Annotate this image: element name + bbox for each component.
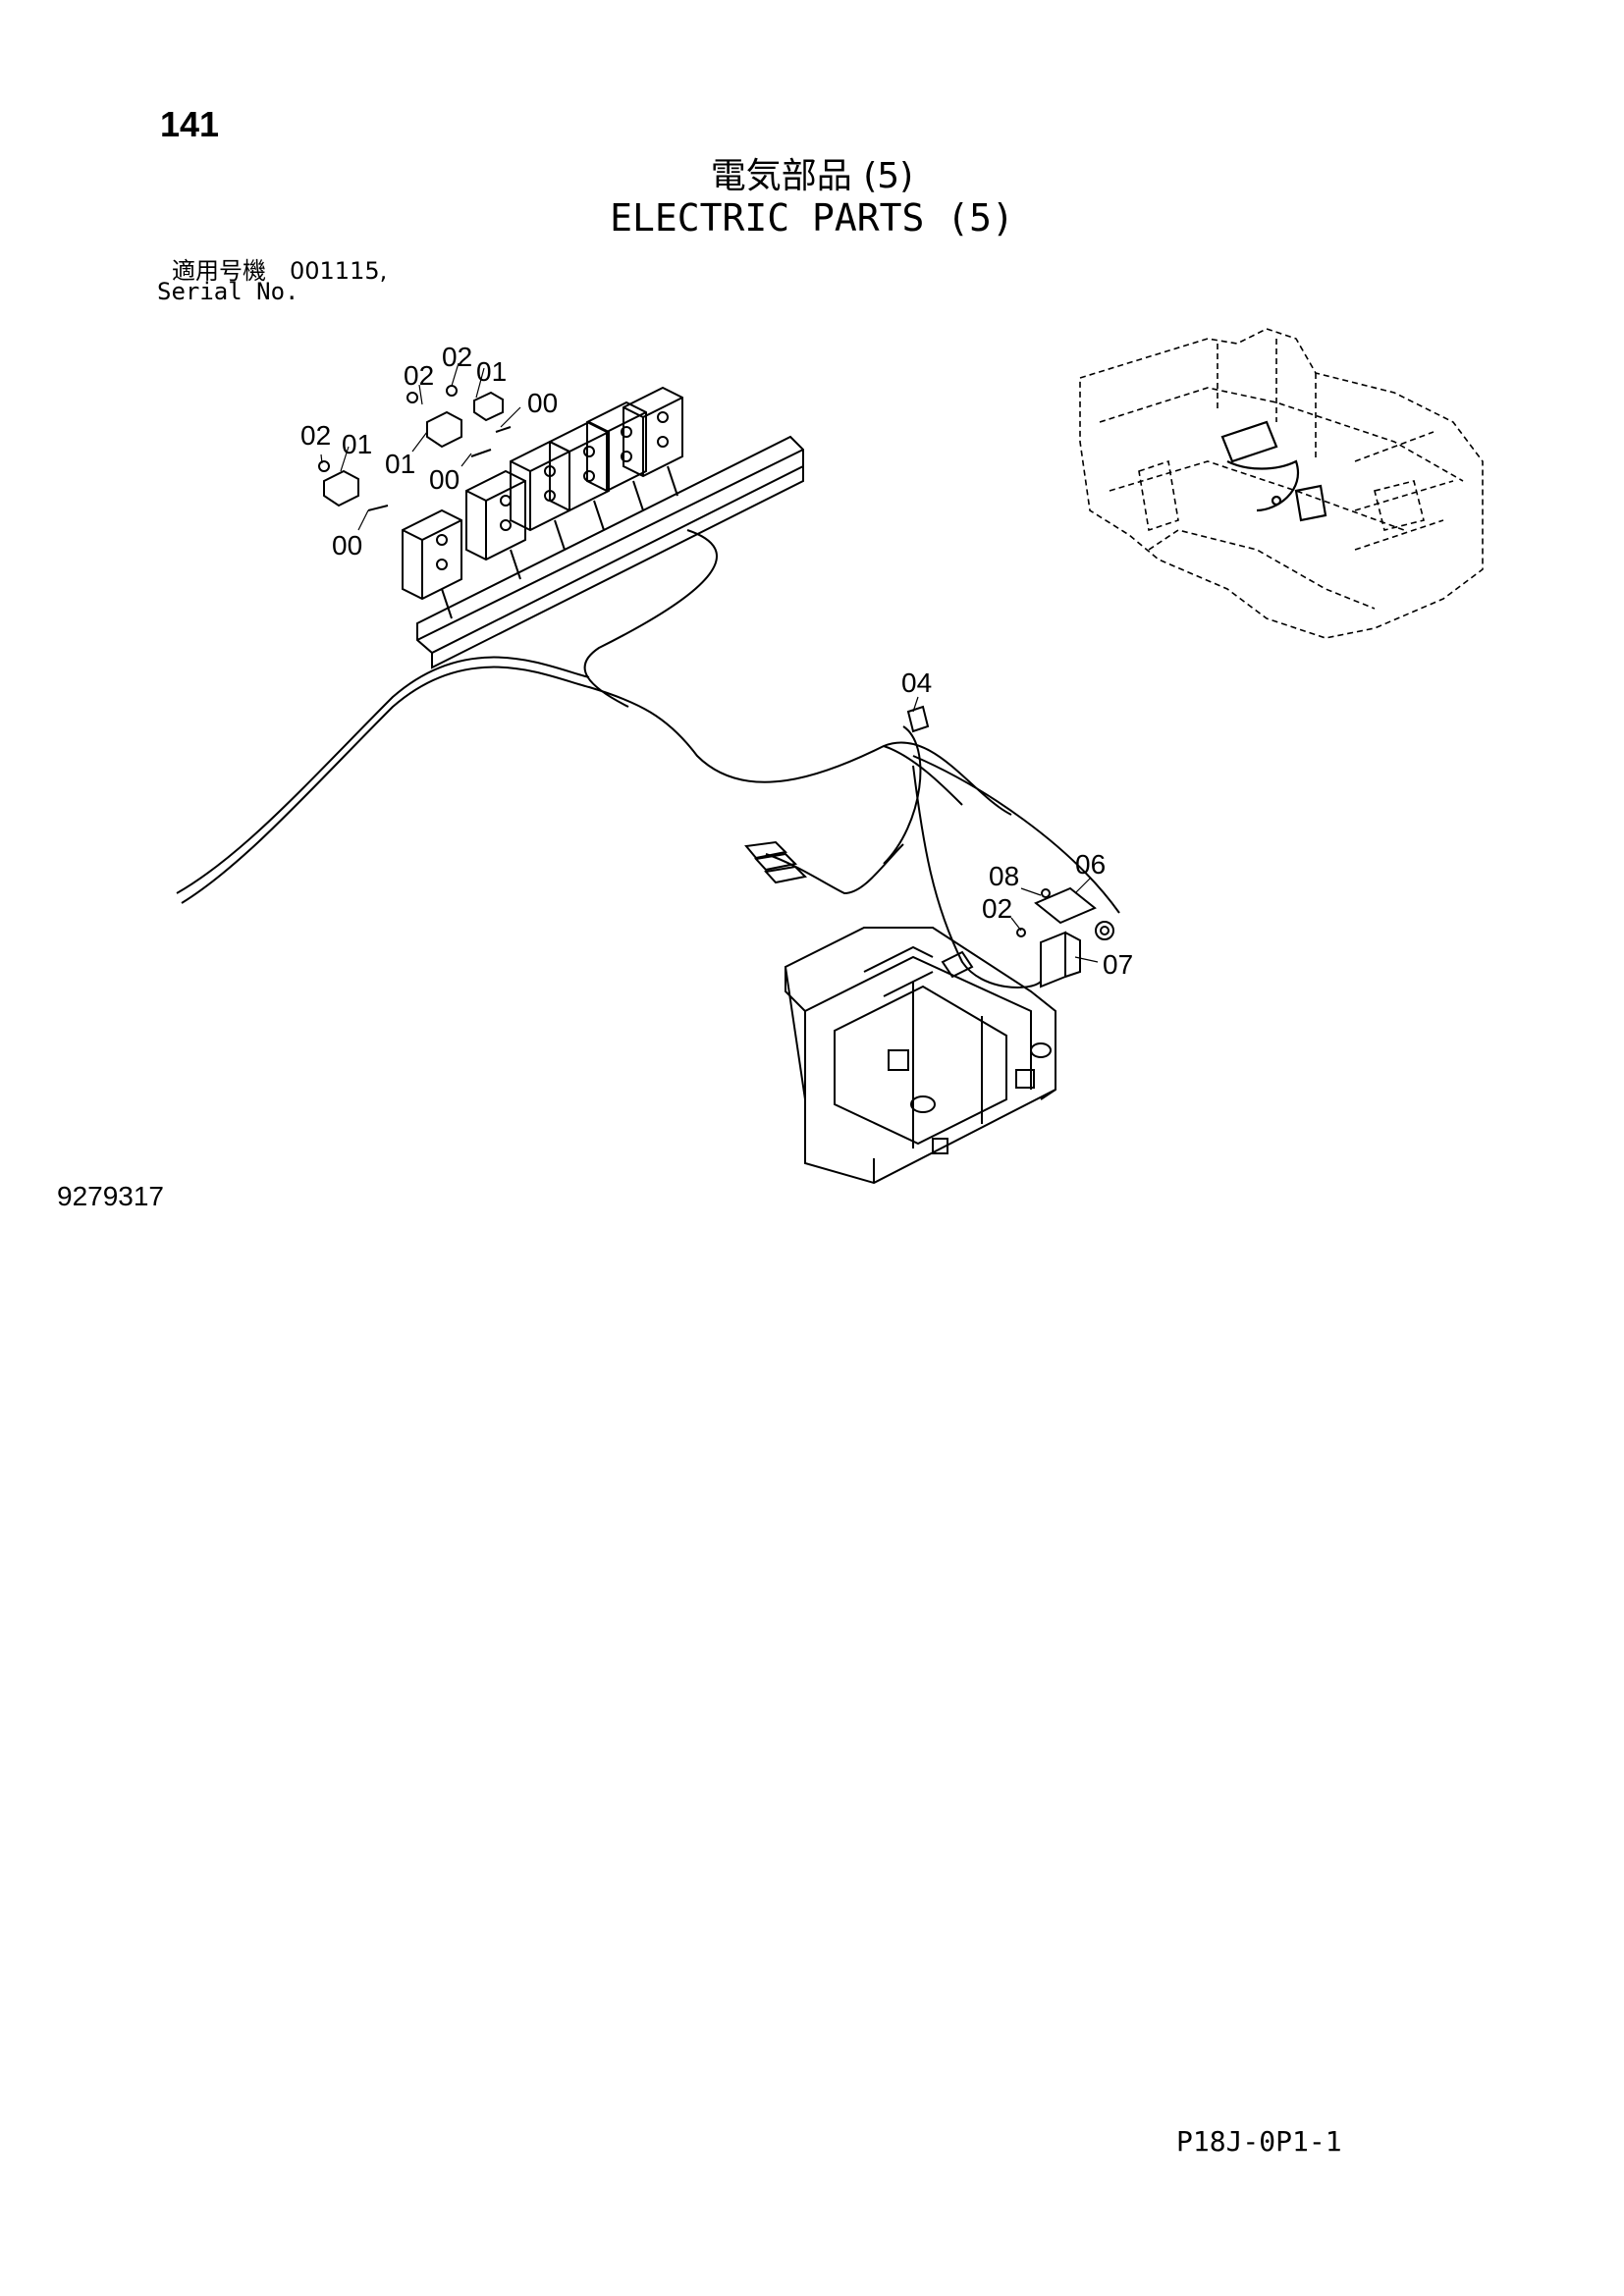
callout-01-b: 01 xyxy=(342,429,372,459)
callout-04: 04 xyxy=(901,667,932,698)
page-number: 141 xyxy=(160,104,220,144)
callout-00-c: 00 xyxy=(332,530,362,561)
wiring-harness xyxy=(176,529,1120,988)
valve-mounting-rail xyxy=(416,435,804,669)
serial-label-en: Serial No. xyxy=(157,278,299,305)
callout-07: 07 xyxy=(1103,949,1133,980)
solenoid-valve-blocks xyxy=(402,386,683,619)
callout-leaders xyxy=(320,362,1099,963)
callout-08: 08 xyxy=(989,861,1019,891)
serial-label-jp: 適用号機 001115, xyxy=(172,257,388,285)
callout-labels: 02 02 01 00 02 01 01 00 00 04 08 06 02 0… xyxy=(300,342,1133,980)
callout-02-c: 02 xyxy=(300,420,331,451)
drawing-number: 9279317 xyxy=(57,1181,165,1211)
page-code: P18J-0P1-1 xyxy=(1176,2125,1342,2158)
callout-02-d: 02 xyxy=(982,893,1012,924)
connector-plugs xyxy=(744,705,1114,940)
mounting-base-frame xyxy=(784,927,1056,1185)
callout-02-b: 02 xyxy=(442,342,472,372)
callout-02-a: 02 xyxy=(404,360,434,391)
small-brackets xyxy=(318,385,512,511)
callout-00-a: 00 xyxy=(527,388,558,418)
callout-01-c: 01 xyxy=(385,449,415,479)
inset-highlight-parts xyxy=(1220,420,1327,522)
callout-00-b: 00 xyxy=(429,464,460,495)
page-title-jp: 電気部品 (5) xyxy=(710,156,914,196)
terminal-bracket xyxy=(1016,886,1097,988)
inset-machine-overview xyxy=(1079,328,1484,639)
page-title-en: ELECTRIC PARTS (5) xyxy=(610,196,1014,240)
callout-06: 06 xyxy=(1075,849,1106,880)
callout-01-a: 01 xyxy=(476,356,507,387)
